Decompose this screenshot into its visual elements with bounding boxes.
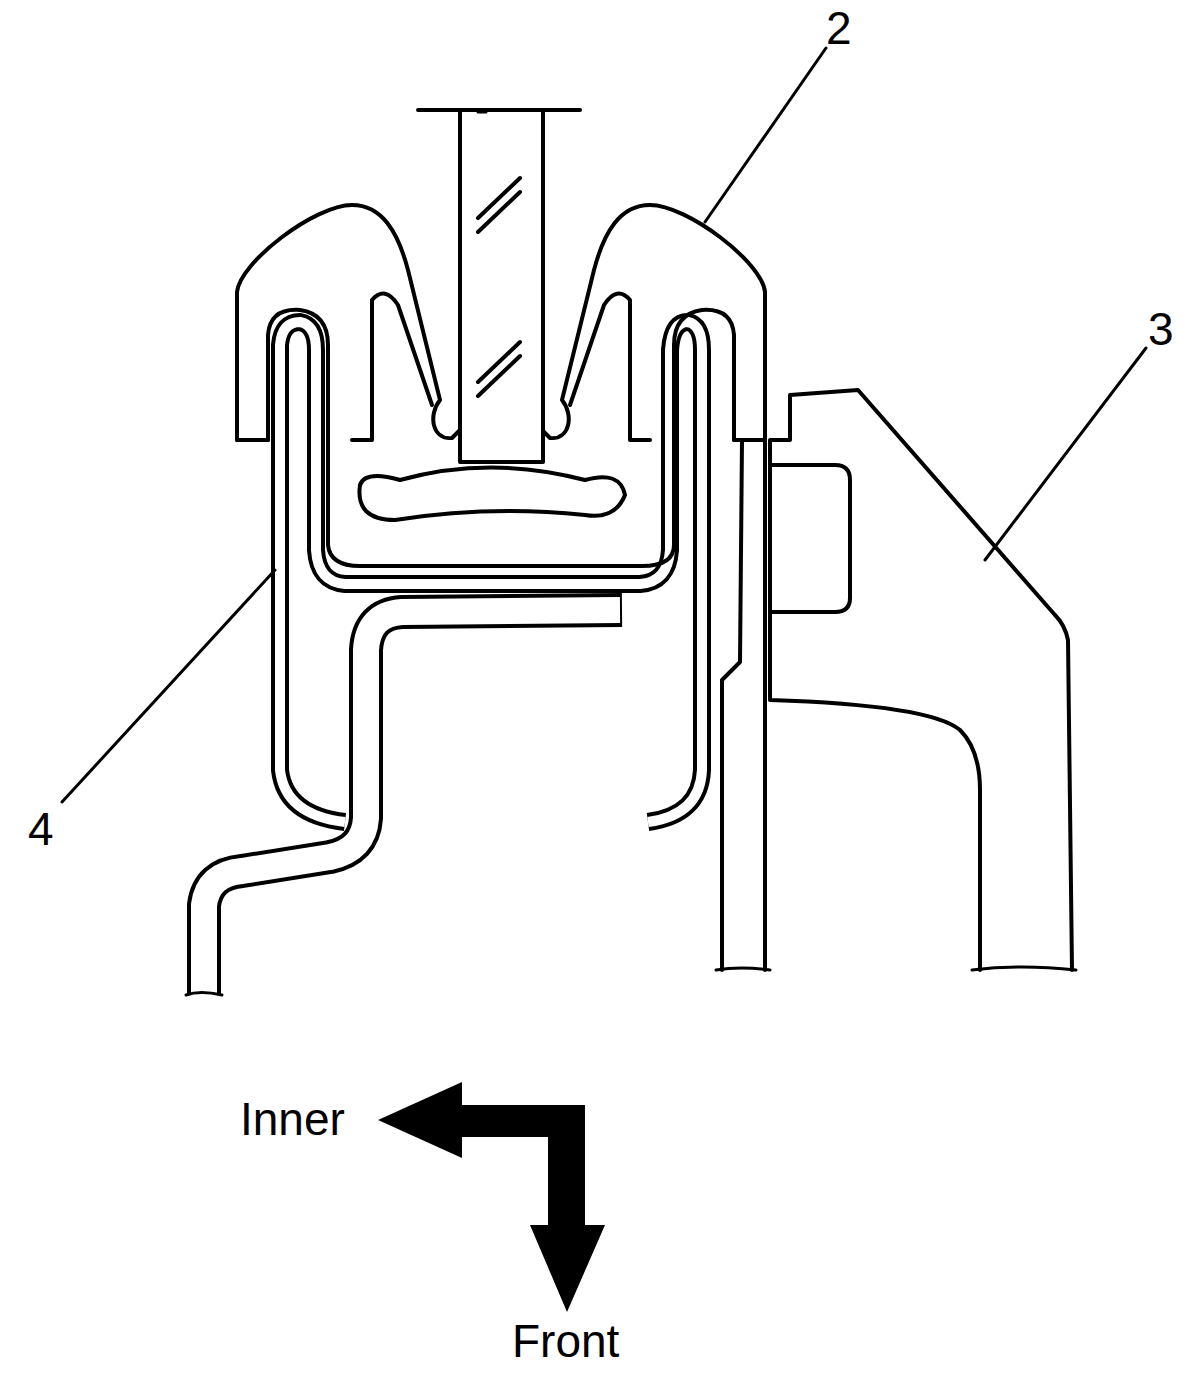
glass-run-seal (542, 205, 765, 440)
glass-run-seal (237, 205, 460, 440)
direction-arrow (378, 1082, 605, 1312)
callout-number: 3 (1148, 306, 1174, 352)
direction-label: Inner (240, 1096, 345, 1142)
door-panel-lines (716, 440, 770, 970)
leader-lines (62, 48, 1146, 802)
seal-bulb (359, 468, 625, 521)
direction-label: Front (512, 1318, 619, 1364)
body-panel (186, 610, 622, 999)
callout-number: 2 (826, 5, 852, 51)
callout-number: 4 (28, 806, 54, 852)
garnish-trim (770, 390, 1076, 970)
window-glass (418, 110, 580, 462)
